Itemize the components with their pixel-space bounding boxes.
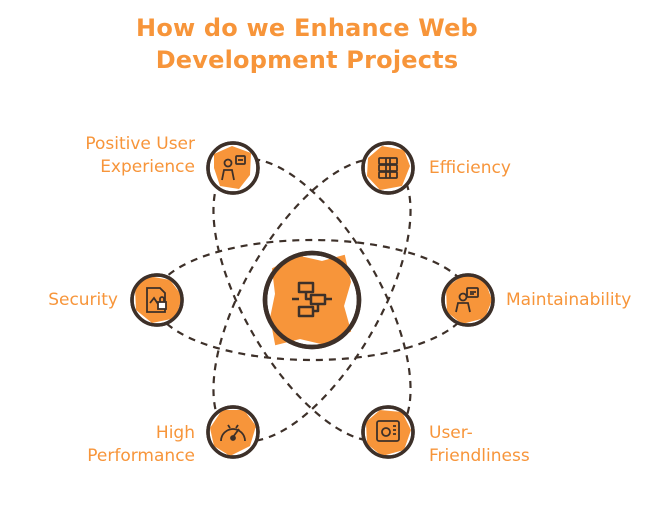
flowchart-icon	[292, 281, 332, 318]
label-security-text: Security	[48, 290, 118, 310]
label-security: Security	[20, 289, 118, 312]
label-efficiency: Efficiency	[429, 157, 511, 180]
label-maintainability: Maintainability	[506, 289, 631, 312]
label-positive-user-experience-line-2: Experience	[100, 157, 195, 177]
label-efficiency-text: Efficiency	[429, 158, 511, 178]
title-line-1: How do we Enhance Web	[136, 14, 478, 42]
label-positive-user-experience: Positive User Experience	[40, 133, 195, 179]
label-high-performance: High Performance	[40, 422, 195, 468]
label-user-friendliness: User- Friendliness	[429, 422, 530, 468]
server-stack-icon	[378, 157, 398, 179]
label-high-performance-line-2: Performance	[87, 446, 195, 466]
center-node	[262, 250, 362, 350]
interface-screen-icon	[376, 420, 400, 442]
node-positive-user-experience	[206, 141, 260, 195]
label-positive-user-experience-line-1: Positive User	[85, 134, 195, 154]
label-high-performance-line-1: High	[155, 423, 195, 443]
speedometer-icon	[220, 424, 246, 442]
node-security	[130, 273, 184, 327]
node-efficiency	[361, 141, 415, 195]
node-maintainability	[441, 273, 495, 327]
user-feedback-icon	[221, 155, 246, 181]
title-line-2: Development Projects	[155, 46, 459, 74]
label-user-friendliness-line-1: User-	[429, 423, 473, 443]
secure-document-icon	[146, 287, 167, 313]
maintenance-user-icon	[455, 287, 479, 313]
diagram-title: How do we Enhance Web Development Projec…	[0, 12, 614, 76]
label-user-friendliness-line-2: Friendliness	[429, 446, 530, 466]
node-high-performance	[206, 405, 260, 459]
label-maintainability-text: Maintainability	[506, 290, 632, 310]
node-user-friendliness	[361, 405, 415, 459]
